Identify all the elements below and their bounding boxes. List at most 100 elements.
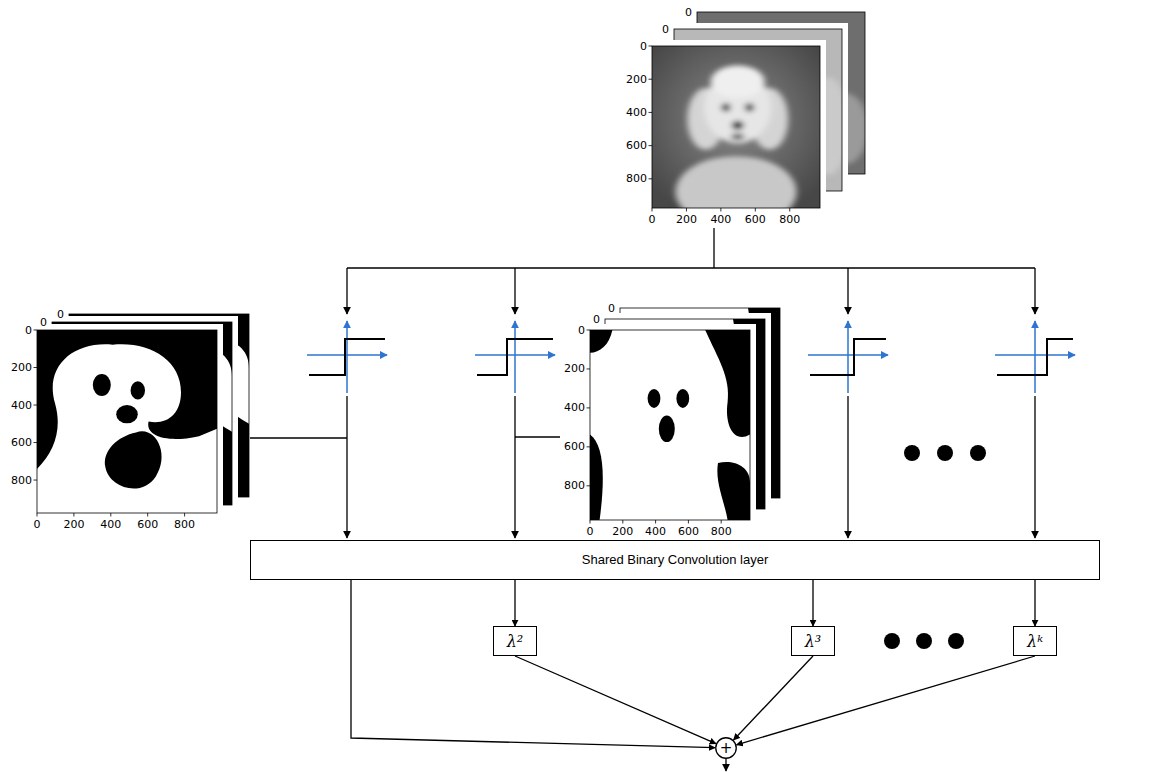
tick-label: 400 [564, 401, 585, 414]
ellipsis-dot [884, 633, 900, 649]
tick-label: 0 [608, 302, 615, 315]
tick-mark [720, 208, 721, 212]
tick-label: 0 [34, 518, 41, 531]
node-text: λ³ [805, 632, 822, 651]
tick-label: 400 [100, 518, 121, 531]
tick-mark [110, 513, 111, 517]
wiring [250, 228, 1035, 771]
tick-label: 800 [11, 474, 32, 487]
tick-label: 200 [11, 361, 32, 374]
signal-wire [346, 396, 347, 538]
signal-wire [514, 396, 515, 538]
step-function [997, 339, 1073, 375]
dog-body [676, 156, 797, 208]
tick-label: 800 [564, 479, 585, 492]
signal-wire [847, 396, 848, 538]
signal-wire [713, 228, 714, 268]
threshold-symbol [475, 321, 555, 393]
signal-wire [847, 268, 848, 314]
signal-wire [250, 437, 347, 438]
axes-border [652, 46, 820, 208]
ellipsis-dot [916, 633, 932, 649]
binary-region [590, 330, 612, 353]
tick-mark [73, 513, 74, 517]
connector [514, 580, 515, 626]
weight-box: λ² [493, 626, 537, 656]
tick-label: 0 [640, 40, 647, 53]
tick-mark [721, 520, 722, 524]
tick-mark [37, 513, 38, 517]
tick-mark [789, 208, 790, 212]
signal-wire [1034, 268, 1035, 314]
threshold-symbol [995, 321, 1075, 393]
signal-wire [725, 759, 726, 771]
tick-mark [649, 112, 653, 113]
binary-region [37, 344, 217, 513]
tick-label: 200 [626, 73, 647, 86]
tick-label: 800 [711, 525, 732, 538]
tick-label: 200 [63, 518, 84, 531]
threshold-symbol [808, 321, 888, 393]
threshold-symbol [307, 321, 387, 393]
tick-label: 0 [593, 313, 600, 326]
axis-arrow [514, 321, 516, 393]
dog-mouth [731, 133, 744, 139]
tick-mark [184, 513, 185, 517]
tick-mark [649, 46, 653, 47]
plot-frame [32, 324, 223, 518]
axis-arrow [346, 321, 348, 393]
binary-hole [676, 389, 689, 408]
tick-mark [34, 480, 38, 481]
tick-mark [147, 513, 148, 517]
tick-label: 0 [578, 324, 585, 337]
tick-label: 800 [779, 213, 800, 226]
dog-eye [722, 103, 731, 111]
plot-frame [647, 40, 826, 227]
binary-region [705, 330, 750, 437]
figure-ground [32, 324, 223, 518]
tick-mark [587, 485, 591, 486]
connector [734, 656, 813, 740]
tick-mark [34, 367, 38, 368]
signal-wire [514, 268, 515, 314]
node-text: λᵏ [1027, 632, 1043, 651]
dog-nose [732, 121, 744, 130]
connector [1034, 580, 1035, 626]
ellipsis-dot [948, 633, 964, 649]
tick-mark [34, 442, 38, 443]
tick-label: 600 [564, 440, 585, 453]
tick-label: 600 [745, 213, 766, 226]
plot-frame [585, 324, 756, 525]
signal-wire [515, 436, 560, 437]
node-text: + [720, 741, 733, 756]
connector [737, 656, 1035, 745]
tick-mark [649, 178, 653, 179]
node-text: Shared Binary Convolution layer [582, 552, 768, 568]
dog-eye [745, 103, 754, 111]
connector [812, 580, 813, 626]
tick-label: 600 [678, 525, 699, 538]
layer-box: Shared Binary Convolution layer [250, 540, 1100, 580]
tick-mark [587, 368, 591, 369]
tick-label: 200 [564, 362, 585, 375]
binary-region [717, 462, 750, 520]
tick-mark [755, 208, 756, 212]
tick-mark [34, 405, 38, 406]
tick-label: 0 [649, 213, 656, 226]
tick-label: 600 [11, 436, 32, 449]
tick-mark [590, 520, 591, 524]
axis-arrow [1034, 321, 1036, 393]
signal-wire [347, 267, 1035, 268]
binary-hole [659, 416, 675, 443]
connector [351, 580, 715, 748]
figure-ground [585, 324, 756, 525]
dog-fluff [711, 65, 765, 97]
step-function [477, 339, 553, 375]
sum-circle [716, 738, 737, 759]
step-function [810, 339, 886, 375]
tick-mark [649, 145, 653, 146]
tick-mark [688, 520, 689, 524]
binary-ground [37, 330, 217, 513]
ellipsis-dot [937, 445, 953, 461]
